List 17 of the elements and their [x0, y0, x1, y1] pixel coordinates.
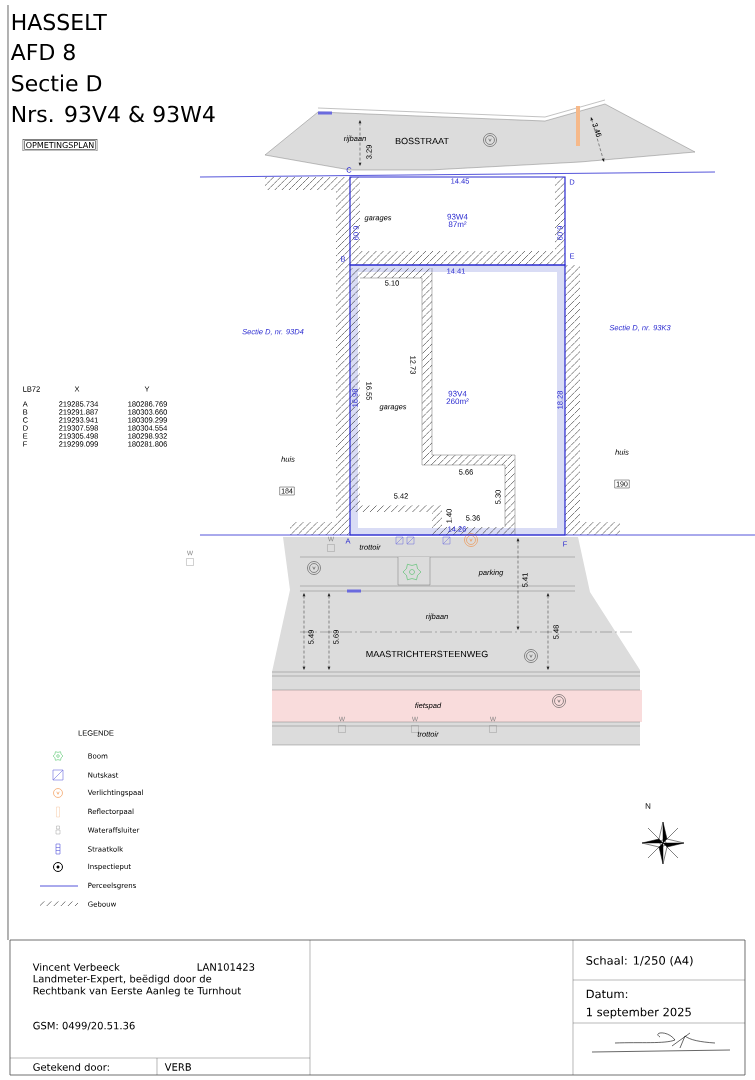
date-label: Datum:	[586, 989, 628, 999]
signed-by-label: Getekend door:	[33, 1063, 109, 1071]
surveyor-title: Landmeter-Expert, beëdigd door de Rechtbank van Eerste Aanleg te Turnhout	[33, 974, 241, 997]
map-title: Nrs. 93V4 & 93W4	[12, 105, 215, 123]
map-title: Sectie D	[12, 74, 102, 92]
north-letter: N	[645, 803, 651, 809]
map-title: HASSELT	[12, 13, 107, 31]
map-title: AFD 8	[10, 43, 75, 61]
date-value: 1 september 2025	[586, 1007, 691, 1019]
signed-by-value: VERB	[164, 1063, 191, 1071]
license-number: LAN101423	[197, 963, 255, 971]
plan-type-box: OPMETINGSPLAN	[22, 139, 98, 152]
street-name: BOSSTRAAT	[395, 137, 449, 145]
scale-label: Schaal: 1/250 (A4)	[586, 955, 693, 967]
surveyor-name: Vincent Verbeeck	[32, 963, 120, 971]
street-name: MAASTRICHTERSTEENWEG	[366, 650, 488, 658]
phone-number: GSM: 0499/20.51.36	[33, 1021, 135, 1031]
